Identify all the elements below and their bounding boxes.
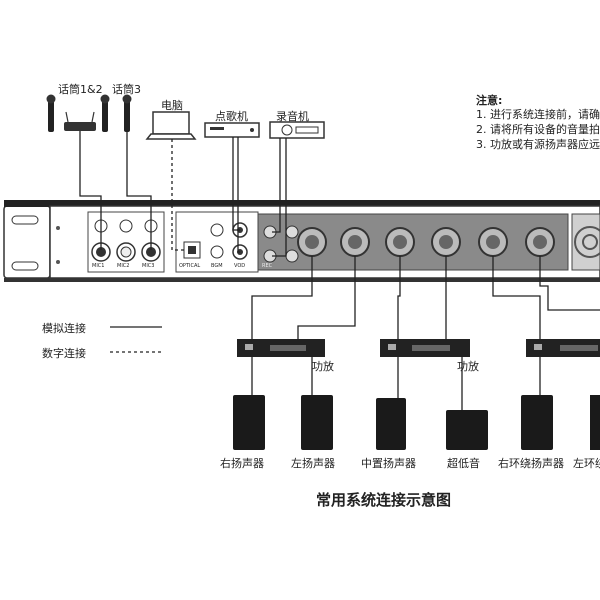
panel-mic3-label: MIC3 [142, 263, 155, 269]
source-cables [79, 131, 287, 257]
amplifier-3 [526, 339, 600, 357]
label-recorder: 录音机 [276, 110, 309, 123]
amp-label-1: 功放 [312, 360, 334, 373]
panel-mic1-label: MIC1 [92, 263, 105, 269]
speaker-label-left: 左扬声器 [291, 457, 335, 470]
speaker-label-center: 中置扬声器 [361, 457, 416, 470]
microphone-icons [46, 94, 132, 132]
panel-optical-label: OPTICAL [179, 263, 201, 269]
notes-line-2: 2. 请将所有设备的音量拍 [476, 123, 600, 136]
optical-cable [171, 139, 184, 251]
notes-title: 注意: [476, 94, 503, 107]
legend-analog-label: 模拟连接 [42, 322, 86, 335]
label-karaoke: 点歌机 [215, 110, 248, 123]
output-jacks [263, 225, 555, 263]
speaker-label-right-surround: 右环绕扬声器 [498, 457, 564, 470]
recorder-icon [269, 121, 325, 139]
speaker-label-right: 右扬声器 [220, 457, 264, 470]
karaoke-player-icon [204, 122, 260, 138]
speaker-label-left-surround: 左环绕 [573, 457, 600, 470]
speaker-icons [233, 395, 600, 450]
panel-mic2-label: MIC2 [117, 263, 130, 269]
panel-vod-label: VOD [234, 263, 246, 269]
diagram-caption: 常用系统连接示意图 [316, 491, 452, 509]
legend-digital-label: 数字连接 [42, 347, 86, 360]
speaker-label-sub: 超低音 [447, 457, 480, 470]
label-computer: 电脑 [161, 99, 183, 112]
notes-line-3: 3. 功放或有源扬声器应远 [476, 138, 600, 151]
output-cables [251, 256, 600, 410]
amplifier-2 [380, 339, 470, 357]
amp-label-2: 功放 [457, 360, 479, 373]
panel-rec-label: REC [262, 263, 273, 269]
panel-bgm-label: BGM [211, 263, 223, 269]
notes-line-1: 1. 进行系统连接前，请确 [476, 108, 600, 121]
label-mic12: 话筒1&2 [58, 83, 103, 96]
label-mic3: 话筒3 [112, 83, 141, 96]
laptop-icon [145, 111, 197, 140]
amplifier-1 [237, 339, 325, 357]
